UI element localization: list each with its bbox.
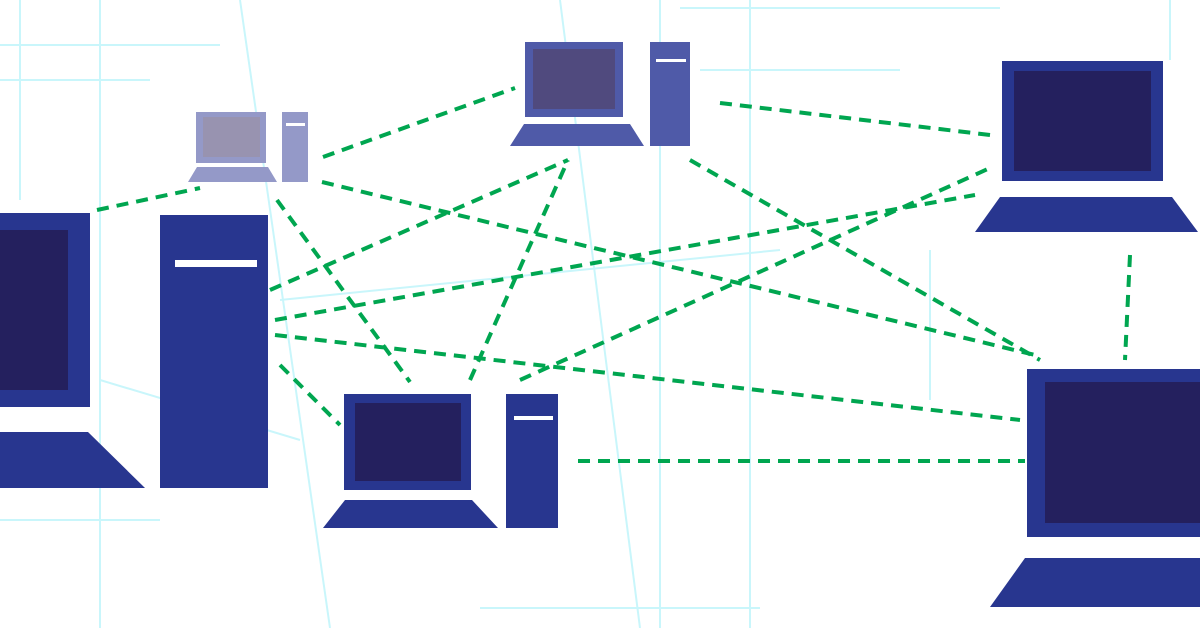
top-center-tower-icon bbox=[650, 42, 690, 146]
connection-line bbox=[274, 193, 976, 322]
small-tower-icon bbox=[282, 112, 308, 182]
connection-line bbox=[274, 333, 1021, 422]
connection-line bbox=[468, 159, 570, 381]
connection-line bbox=[322, 86, 516, 159]
connection-line bbox=[275, 198, 412, 384]
connection-line bbox=[1123, 254, 1132, 361]
left-laptop-icon bbox=[0, 213, 145, 488]
connection-line bbox=[278, 363, 342, 427]
center-tower-icon bbox=[506, 394, 558, 528]
connection-line bbox=[321, 180, 1036, 357]
bottom-right-laptop-icon bbox=[990, 369, 1200, 607]
connection-line bbox=[689, 158, 1041, 362]
center-laptop-icon bbox=[323, 394, 498, 528]
small-laptop-icon bbox=[188, 112, 277, 182]
connection-line bbox=[519, 166, 991, 382]
left-tower-icon bbox=[160, 215, 268, 488]
connection-lines bbox=[96, 86, 1132, 463]
top-center-laptop-icon bbox=[510, 42, 644, 146]
connection-line bbox=[269, 158, 569, 292]
connection-line bbox=[96, 186, 201, 212]
connection-line bbox=[719, 101, 991, 137]
top-right-laptop-icon bbox=[975, 61, 1198, 232]
background-circuit-lines bbox=[0, 0, 1171, 628]
